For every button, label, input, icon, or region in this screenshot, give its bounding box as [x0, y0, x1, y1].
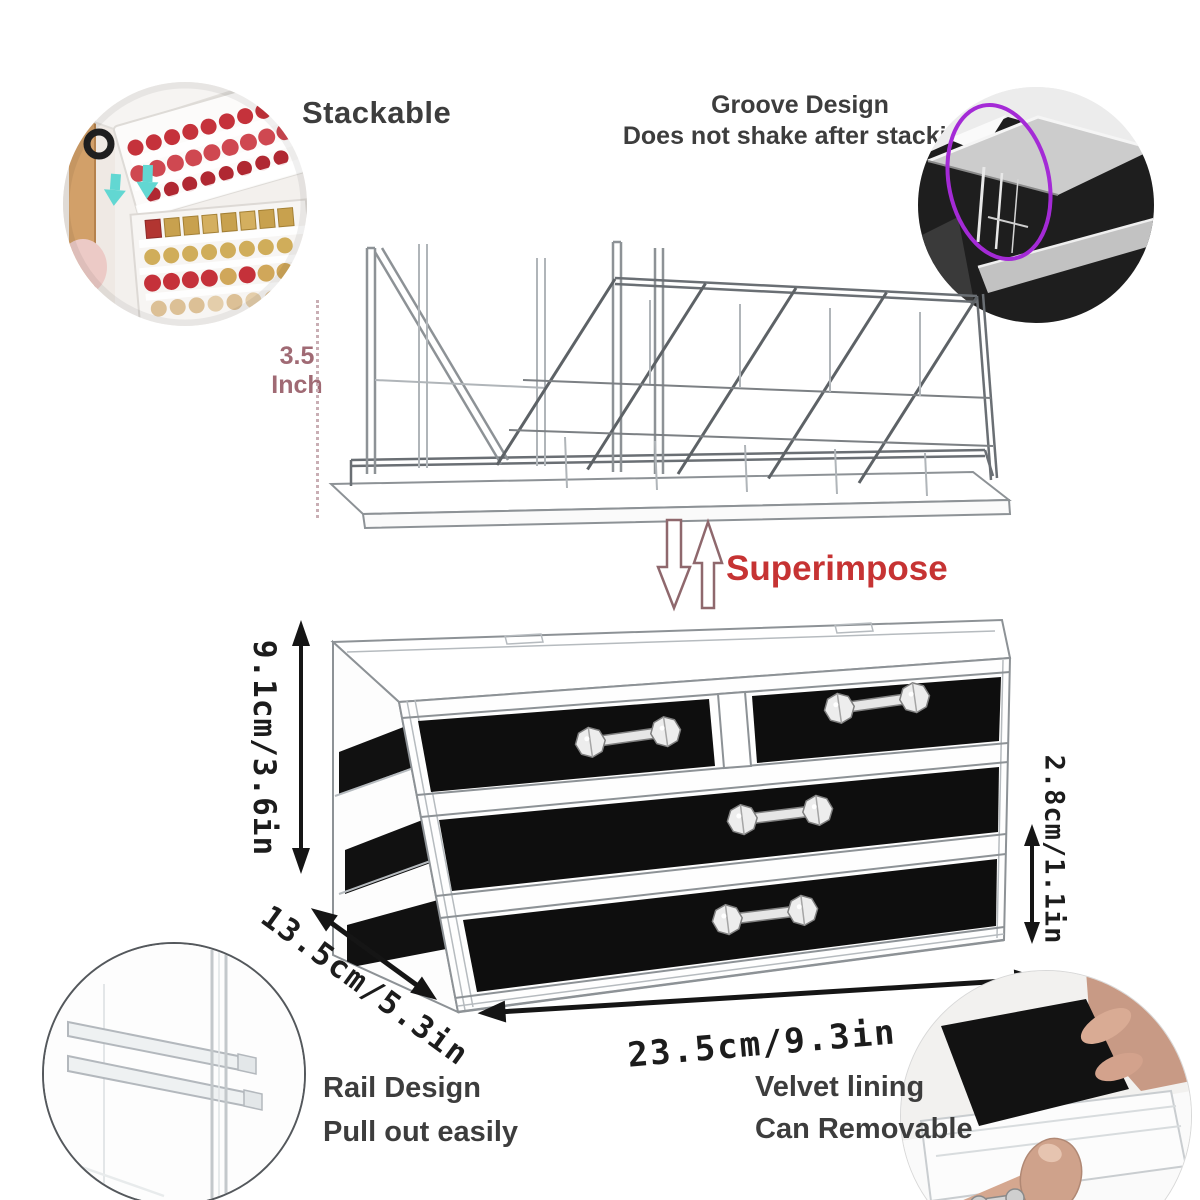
velvet-title: Velvet lining — [755, 1071, 925, 1103]
top-drawer-divider — [716, 690, 753, 770]
groove-title: Groove Design — [711, 91, 889, 119]
top-organizer-drawing — [328, 240, 1012, 530]
lipstick-grid — [495, 276, 999, 497]
velvet-label-block: Velvet lining Can Removable — [755, 1066, 973, 1150]
groove-photo — [918, 87, 1154, 323]
crystal-drawer-handles — [574, 682, 931, 936]
rail-photo — [42, 942, 306, 1200]
top-height-value: 3.5 — [279, 342, 315, 370]
groove-subtitle: Does not shake after stacking — [622, 122, 978, 150]
rail-label-block: Rail Design Pull out easily — [323, 1066, 518, 1154]
left-compartment — [365, 246, 510, 474]
drawer-handle — [711, 894, 819, 936]
stackable-photo-drawing — [63, 82, 307, 326]
velvet-sheet — [941, 999, 1129, 1126]
stackable-photo — [63, 82, 307, 326]
groove-highlight-circle-icon — [945, 102, 1053, 262]
velvet-photo-drawing — [901, 971, 1191, 1200]
cyan-down-arrow-icon — [136, 164, 159, 199]
cyan-down-arrow-icon — [103, 173, 126, 206]
rail-title: Rail Design — [323, 1072, 481, 1104]
center-dividers — [611, 240, 665, 474]
hook-ring — [83, 128, 115, 160]
drawer-unit-height-label: 9.1cm/3.6in — [246, 639, 282, 857]
small-drawer-handle — [970, 1188, 1025, 1200]
lower-lipstick-tray — [129, 198, 307, 326]
top-height-label: 3.5 Inch — [258, 342, 336, 400]
rail-drawing — [44, 944, 304, 1200]
drawer-handle — [574, 716, 682, 758]
depth-dimension-arrow-icon — [299, 892, 450, 1015]
groove-photo-drawing — [918, 87, 1154, 323]
stackable-label: Stackable — [302, 95, 452, 130]
outlined-up-arrow-icon — [692, 518, 724, 610]
superimpose-label: Superimpose — [726, 549, 948, 588]
drawer-unit-drawing — [330, 618, 1012, 1014]
drawer-handle — [823, 682, 931, 724]
top-height-unit: Inch — [271, 371, 323, 399]
groove-label-block: Groove Design Does not shake after stack… — [598, 90, 1002, 152]
superimpose-arrows — [656, 518, 724, 612]
drawer-height-dimension-arrow-icon — [1024, 824, 1040, 944]
velvet-photo — [900, 970, 1192, 1200]
thumb — [1019, 1137, 1083, 1200]
rail-subtitle: Pull out easily — [323, 1116, 518, 1148]
outlined-down-arrow-icon — [656, 518, 692, 612]
drawer-height-label: 2.8cm/1.1in — [1038, 754, 1070, 945]
height-dimension-arrow-icon — [292, 620, 310, 874]
drawer-handle — [726, 794, 834, 836]
top-height-dotted-line — [316, 300, 319, 518]
velvet-subtitle: Can Removable — [755, 1113, 973, 1145]
